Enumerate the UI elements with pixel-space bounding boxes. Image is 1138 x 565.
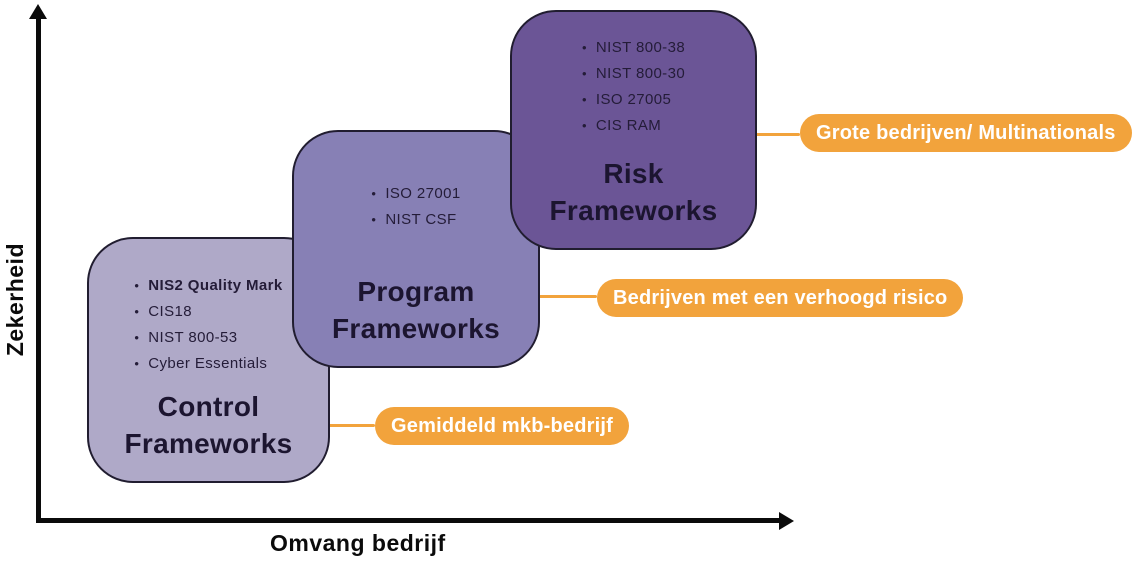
title-line: Risk <box>603 158 664 189</box>
bullet-text: NIS2 Quality Mark <box>148 277 283 294</box>
bullet-item: • NIST 800-30 <box>582 63 685 85</box>
label-gemiddeld-mkb-bedrijf: Gemiddeld mkb-bedrijf <box>375 407 630 445</box>
bullet-text: NIST CSF <box>385 211 457 228</box>
bullet-text: NIST 800-53 <box>148 329 238 346</box>
title-line: Frameworks <box>124 428 293 459</box>
title-line: Frameworks <box>549 195 718 226</box>
control-frameworks-box: • NIS2 Quality Mark • CIS18 • NIST 800-53 • Cyb… <box>87 237 330 483</box>
bullet-item: • NIST CSF <box>371 209 460 231</box>
bullet-dot-icon: • <box>134 356 140 371</box>
bullet-text: CIS RAM <box>595 117 662 134</box>
connector-line-control <box>317 424 375 427</box>
bullet-dot-icon: • <box>581 92 587 107</box>
y-axis-line <box>36 16 41 522</box>
control-frameworks-bullet-list: • NIS2 Quality Mark • CIS18 • NIST 800-53 • Cyb… <box>134 275 282 379</box>
label-grote-bedrijven-multinationals: Grote bedrijven/ Multinationals <box>800 114 1132 152</box>
bullet-item: • Cyber Essentials <box>134 353 282 375</box>
bullet-dot-icon: • <box>371 186 377 201</box>
bullet-item: • NIST 800-38 <box>582 37 685 59</box>
risk-frameworks-box: • NIST 800-38 • NIST 800-30 • ISO 27005 • CIS R… <box>510 10 757 250</box>
bullet-item: • NIS2 Quality Mark <box>134 275 282 297</box>
program-frameworks-bullet-list: • ISO 27001 • NIST CSF <box>371 183 460 235</box>
program-frameworks-title: Program Frameworks <box>294 273 538 366</box>
title-line: Control <box>157 391 260 422</box>
bullet-dot-icon: • <box>134 304 140 319</box>
title-line: Frameworks <box>332 313 500 344</box>
connector-line-program <box>527 295 597 298</box>
x-axis-label: Omvang bedrijf <box>270 530 446 556</box>
bullet-text: Cyber Essentials <box>148 355 268 372</box>
bullet-dot-icon: • <box>581 66 587 81</box>
bullet-text: ISO 27001 <box>385 185 461 202</box>
y-axis-label: Zekerheid <box>2 243 28 357</box>
bullet-item: • NIST 800-53 <box>134 327 282 349</box>
bullet-text: ISO 27005 <box>595 91 672 108</box>
bullet-text: NIST 800-38 <box>595 39 686 56</box>
risk-frameworks-bullet-list: • NIST 800-38 • NIST 800-30 • ISO 27005 • CIS R… <box>582 37 685 141</box>
x-axis-arrowhead-icon <box>779 512 794 530</box>
bullet-item: • ISO 27001 <box>371 183 460 205</box>
risk-frameworks-title: Risk Frameworks <box>512 155 755 248</box>
bullet-dot-icon: • <box>581 118 587 133</box>
title-line: Program <box>357 276 475 307</box>
bullet-text: CIS18 <box>148 303 192 320</box>
bullet-item: • ISO 27005 <box>582 89 685 111</box>
control-frameworks-title: Control Frameworks <box>89 388 328 481</box>
bullet-text: NIST 800-30 <box>595 65 686 82</box>
bullet-item: • CIS RAM <box>582 115 685 137</box>
bullet-dot-icon: • <box>581 40 587 55</box>
x-axis-line <box>36 518 782 523</box>
y-axis-arrowhead-icon <box>29 4 47 19</box>
bullet-dot-icon: • <box>371 212 377 227</box>
connector-line-risk <box>742 133 800 136</box>
bullet-item: • CIS18 <box>134 301 282 323</box>
program-frameworks-box: • ISO 27001 • NIST CSF Program Frameworks <box>292 130 540 368</box>
bullet-dot-icon: • <box>134 330 140 345</box>
label-bedrijven-verhoogd-risico: Bedrijven met een verhoogd risico <box>597 279 964 317</box>
bullet-dot-icon: • <box>134 278 140 293</box>
